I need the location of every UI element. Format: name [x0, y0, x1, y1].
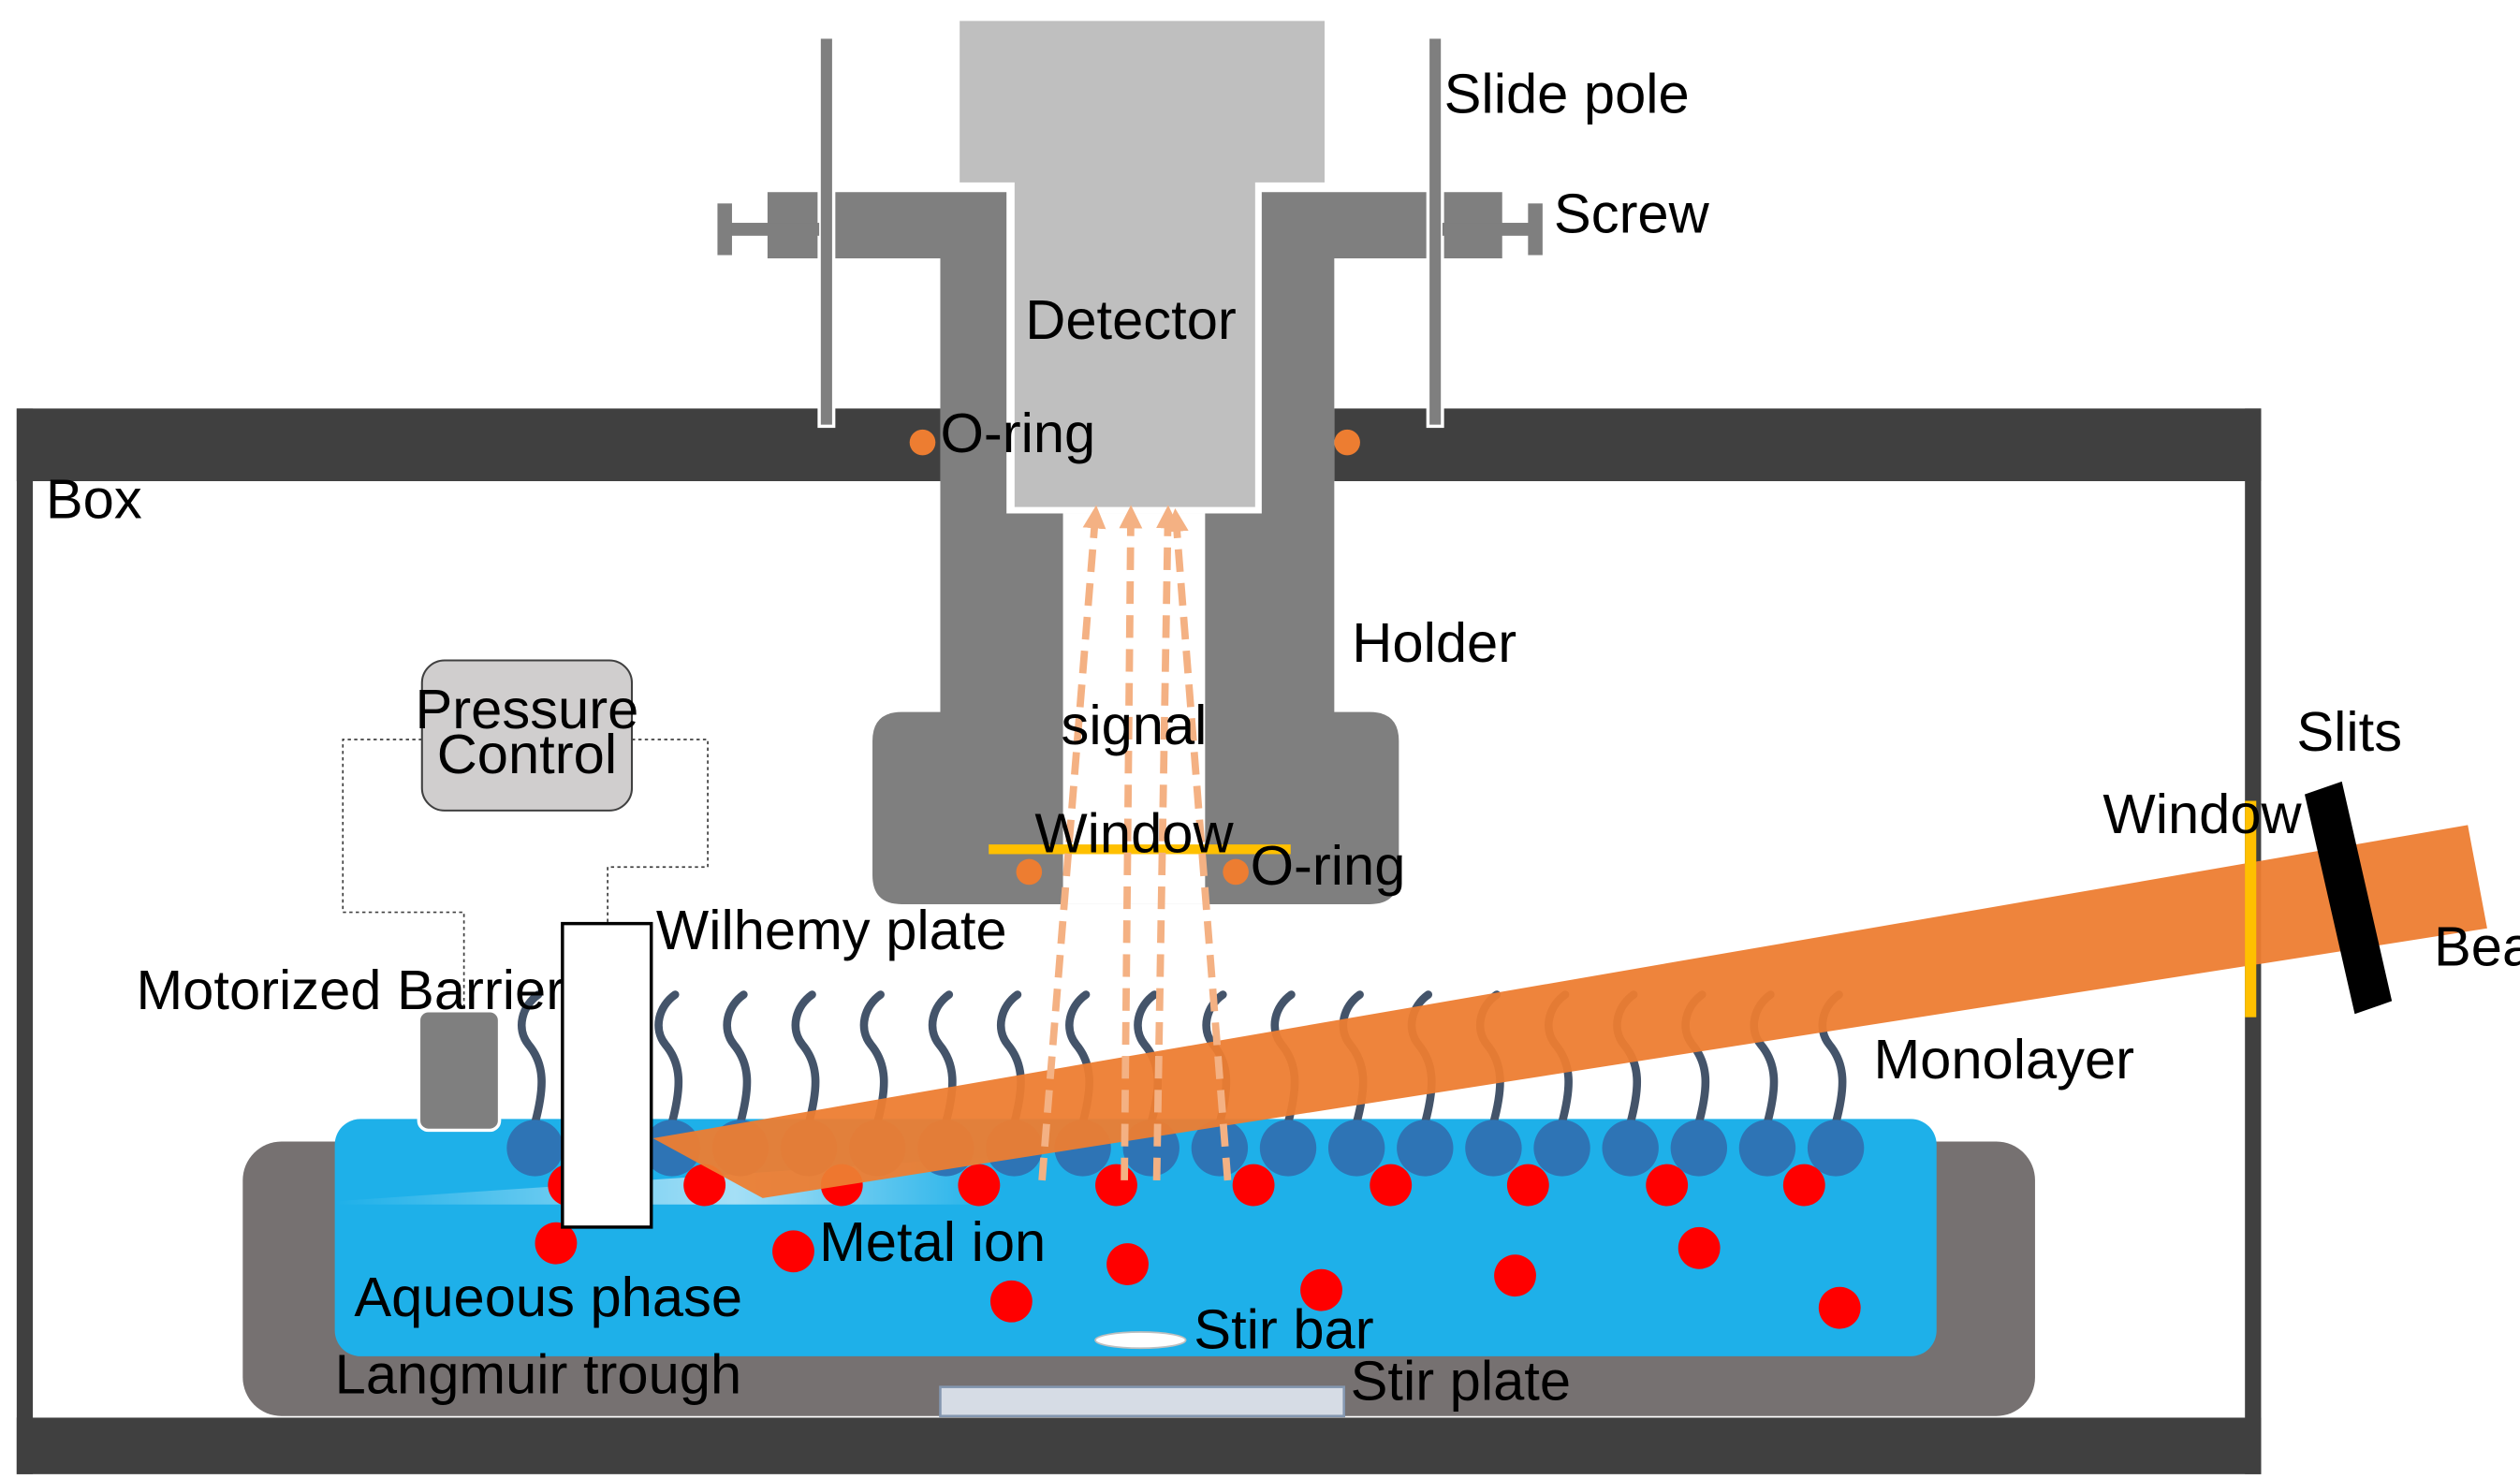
pressure-control-box: Pressure Control — [416, 659, 639, 812]
screw-right — [1442, 203, 1543, 256]
surfactant-tail — [654, 990, 683, 1127]
langmuir-trough-label: Langmuir trough — [335, 1343, 742, 1406]
slide-pole-left — [817, 35, 836, 429]
metal-ion — [1678, 1226, 1721, 1269]
box-enclosure — [16, 408, 2262, 1474]
surfactant-tail — [518, 990, 546, 1127]
surfactant-tail — [859, 990, 888, 1127]
surfactant-tail — [791, 990, 820, 1127]
pressure-control-wiring — [342, 739, 709, 1013]
o-ring-bottom-right — [1223, 858, 1249, 886]
surfactant-headgroup — [1533, 1120, 1590, 1177]
metal-ion — [1106, 1243, 1149, 1286]
signal-channel — [1062, 513, 1206, 904]
metal-ion — [1506, 1164, 1549, 1207]
x-ray-beam — [652, 825, 2487, 1198]
monolayer-label: Monolayer — [1873, 1028, 2134, 1091]
stir-bar — [1094, 1331, 1187, 1350]
signal-arrow — [1038, 505, 1106, 1181]
screw-right-head — [1528, 203, 1543, 256]
o-ring-bottom-label: O-ring — [1251, 834, 1406, 897]
stir-bar-label: Stir bar — [1194, 1297, 1373, 1360]
metal-ion — [683, 1164, 726, 1207]
detector-body — [953, 14, 1331, 514]
slits-label: Slits — [2296, 700, 2402, 763]
screw-left-rod — [730, 223, 820, 236]
signal-arrow — [1152, 505, 1179, 1180]
box-label: Box — [46, 468, 142, 531]
surfactant-headgroup — [1191, 1120, 1249, 1177]
detector: Detector — [953, 14, 1331, 514]
wilhemy-plate-label: Wilhemy plate — [656, 899, 1007, 961]
metal-ion — [1370, 1164, 1413, 1207]
slits — [2305, 781, 2393, 1015]
motorized-barrier-label: Motorized Barrier — [136, 959, 564, 1021]
surfactant-headgroup — [1807, 1120, 1865, 1177]
box-top-wall-left — [16, 408, 941, 482]
pressure-control-frame — [420, 659, 634, 812]
surfactant-headgroup — [1602, 1120, 1659, 1177]
detector-holder — [767, 192, 1502, 904]
signal-arrow — [1119, 505, 1143, 1180]
slide-pole-label: Slide pole — [1444, 63, 1690, 125]
surfactant-headgroup — [506, 1120, 564, 1177]
surfactant-headgroup — [1397, 1120, 1454, 1177]
screw-left-head — [717, 203, 732, 256]
metal-ion-label: Metal ion — [819, 1210, 1046, 1273]
metal-ion — [989, 1280, 1033, 1323]
metal-ion — [772, 1230, 814, 1273]
o-ring-bottom-left — [1016, 858, 1043, 886]
pressure-control-label-line2: Control — [437, 723, 617, 785]
surfactant-headgroup — [1738, 1120, 1796, 1177]
signal-label: signal — [1061, 694, 1207, 756]
screw-left — [717, 203, 820, 256]
wire-to-barrier — [342, 739, 465, 1013]
stir-plate — [939, 1385, 1345, 1418]
inner-window-label: Window — [1034, 802, 1234, 865]
beam-body — [652, 825, 2487, 1198]
metal-ion — [1818, 1286, 1861, 1329]
pole-left-shaft — [817, 35, 836, 429]
metal-ion — [535, 1222, 578, 1265]
pole-right-shaft — [1426, 35, 1444, 429]
outer-window-label: Window — [2102, 783, 2302, 845]
signal-arrows — [1038, 505, 1232, 1181]
wire-to-plate — [607, 739, 709, 924]
inner-window — [989, 844, 1291, 855]
metal-ion — [1095, 1164, 1137, 1207]
box-bottom-wall — [16, 1417, 2262, 1474]
stir-plate-label: Stir plate — [1351, 1349, 1571, 1412]
pressure-control-label-line1: Pressure — [416, 678, 639, 740]
metal-ion — [958, 1164, 1001, 1207]
beam-label: Beam — [2434, 915, 2520, 977]
metal-ion — [1646, 1164, 1689, 1207]
o-ring-top-label: O-ring — [940, 402, 1095, 464]
box-top-wall-right — [1334, 408, 2262, 482]
surfactant-headgroup — [1259, 1120, 1317, 1177]
surfactant-headgroup — [1327, 1120, 1385, 1177]
box-left-wall — [16, 408, 34, 1474]
aqueous-phase-label: Aqueous phase — [354, 1266, 742, 1328]
metal-ion — [1232, 1164, 1275, 1207]
signal-arrow — [1165, 508, 1232, 1181]
screw-right-rod — [1442, 223, 1533, 236]
motorized-barrier — [417, 1009, 502, 1133]
outer-window — [2245, 800, 2257, 1018]
surfactant-tail — [723, 990, 752, 1127]
slide-pole-right — [1426, 35, 1444, 429]
detector-label: Detector — [1025, 288, 1237, 351]
metal-ion — [1300, 1268, 1342, 1311]
surfactant-headgroup — [1670, 1120, 1728, 1177]
screw-label: Screw — [1554, 182, 1710, 244]
holder-label: Holder — [1352, 611, 1516, 674]
metal-ion — [1494, 1254, 1536, 1297]
metal-ion — [1782, 1164, 1825, 1207]
o-ring-top-left — [909, 429, 936, 456]
wilhemy-plate — [561, 921, 653, 1229]
o-ring-top-right — [1334, 429, 1360, 456]
surfactant-headgroup — [1465, 1120, 1522, 1177]
